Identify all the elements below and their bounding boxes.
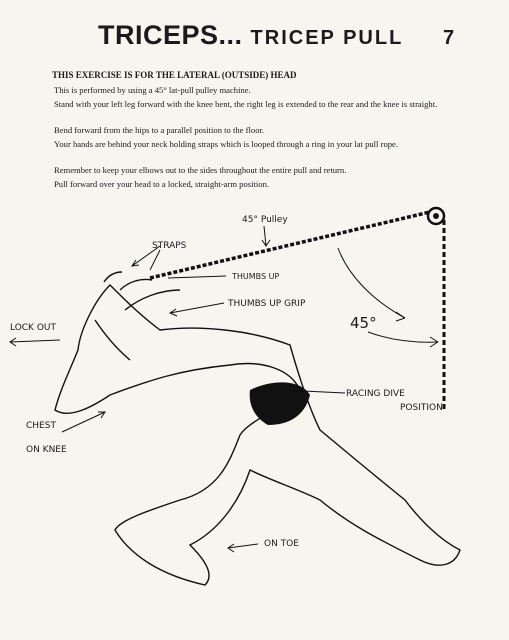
instruction-1: This is performed by using a 45° lat-pul…	[54, 85, 251, 95]
chest-label-2: ON KNEE	[26, 445, 67, 455]
straps-label: STRAPS	[152, 241, 187, 251]
racing-dive-label: RACING DIVE	[346, 389, 405, 399]
angle-label: 45°	[350, 314, 377, 332]
intro-heading: THIS EXERCISE IS FOR THE LATERAL (OUTSID…	[52, 70, 297, 80]
racing-dive-label-2: POSITION	[400, 403, 443, 413]
pulley-label: 45° Pulley	[242, 215, 288, 225]
page-number: 7	[443, 27, 455, 49]
thumbs-up-grip-label: THUMBS UP GRIP	[227, 299, 306, 309]
title-main: TRICEPS...	[98, 20, 243, 50]
trunks	[249, 382, 310, 425]
athlete-figure	[54, 271, 461, 586]
thumbs-up-label: THUMBS UP	[231, 272, 279, 281]
lock-out-label: LOCK OUT	[10, 323, 56, 333]
annotation-arrows	[9, 225, 346, 553]
instruction-5: Remember to keep your elbows out to the …	[54, 165, 347, 175]
instruction-6: Pull forward over your head to a locked,…	[54, 179, 270, 189]
on-toe-label: ON TOE	[264, 539, 299, 549]
pulley-machine	[149, 206, 446, 410]
chest-label: CHEST	[26, 421, 56, 431]
instruction-3: Bend forward from the hips to a parallel…	[54, 125, 265, 135]
angle-marker	[337, 247, 439, 348]
page-title: TRICEPS... TRICEP PULL	[98, 20, 401, 51]
instruction-2: Stand with your left leg forward with th…	[54, 99, 438, 109]
instruction-4: Your hands are behind your neck holding …	[54, 139, 399, 149]
title-sub: TRICEP PULL	[250, 27, 404, 49]
